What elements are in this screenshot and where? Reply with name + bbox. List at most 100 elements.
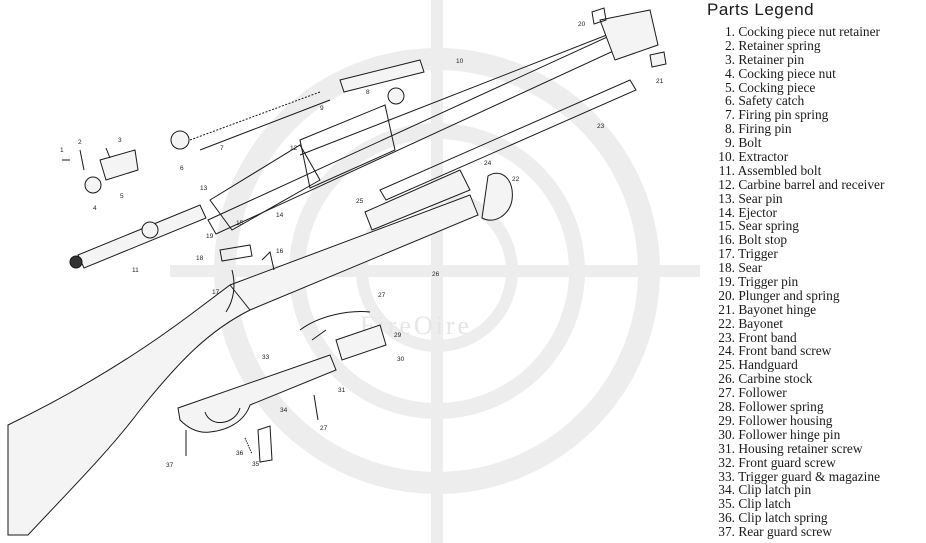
legend-item-label: Trigger pin: [738, 274, 799, 290]
legend-item: 4. Cocking piece nut: [707, 65, 884, 81]
legend-item-label: Ejector: [738, 204, 778, 220]
legend-item-label: Housing retainer screw: [738, 440, 863, 456]
legend-item: 21. Bayonet hinge: [707, 301, 884, 317]
legend-item-label: Clip latch spring: [738, 510, 828, 526]
legend-item-label: Bayonet hinge: [738, 301, 817, 317]
legend-item: 2. Retainer spring: [707, 37, 884, 53]
legend-item-number: 4.: [724, 65, 735, 81]
assembled-bolt: [69, 204, 207, 269]
legend-item-label: Retainer spring: [738, 37, 821, 53]
legend-item-label: Follower housing: [738, 412, 833, 428]
callout-27a: 27: [378, 292, 386, 299]
handguard: [364, 169, 471, 231]
legend-item-label: Assembled bolt: [737, 162, 822, 178]
callout-31: 31: [338, 387, 346, 394]
legend-item: 36. Clip latch spring: [707, 511, 884, 525]
legend-item-number: 22.: [718, 315, 735, 331]
legend-item-number: 24.: [718, 343, 735, 359]
legend-item-number: 31.: [718, 440, 735, 456]
legend-item-label: Follower: [738, 385, 787, 401]
legend-item-number: 13.: [718, 190, 735, 206]
callout-24: 24: [484, 160, 492, 167]
callout-25: 25: [356, 198, 364, 205]
trigger-guard-and-magazine: [177, 354, 337, 433]
legend-item: 7. Firing pin spring: [707, 108, 884, 122]
callout-14: 14: [276, 212, 284, 219]
legend-item-number: 35.: [718, 496, 735, 512]
legend-item-number: 6.: [724, 93, 735, 109]
bolt: [339, 59, 425, 105]
legend-item: 30. Follower hinge pin: [707, 426, 884, 442]
legend-item: 29. Follower housing: [707, 412, 884, 428]
legend-item-label: Rear guard screw: [738, 524, 833, 540]
legend-item: 35. Clip latch: [707, 497, 884, 511]
legend-item: 34. Clip latch pin: [707, 483, 884, 497]
callout-7: 7: [220, 145, 224, 152]
callout-27b: 27: [320, 425, 328, 432]
legend-item-label: Safety catch: [738, 93, 805, 109]
callout-20: 20: [578, 21, 586, 28]
legend-item: 19. Trigger pin: [707, 275, 884, 289]
legend-item: 3. Retainer pin: [707, 51, 884, 67]
callout-13: 13: [200, 185, 208, 192]
watermark-target: [170, 0, 700, 543]
exploded-parts-diagram: FireOire: [7, 0, 700, 543]
parts-legend: Parts Legend 1. Cocking piece nut retain…: [707, 0, 926, 543]
legend-item-number: 28.: [718, 399, 735, 415]
legend-item-number: 19.: [718, 274, 735, 290]
legend-item-label: Extractor: [738, 149, 789, 165]
legend-item-label: Carbine stock: [738, 371, 813, 387]
legend-item-label: Clip latch pin: [738, 482, 812, 498]
bayonet-hinge-parts: [591, 7, 667, 68]
legend-item: 24. Front band screw: [707, 344, 884, 358]
legend-item: 9. Bolt: [707, 136, 884, 150]
legend-item-label: Front band screw: [738, 343, 832, 359]
legend-item: 25. Handguard: [707, 358, 884, 372]
cocking-piece-parts: [62, 130, 190, 194]
legend-item: 13. Sear pin: [707, 190, 884, 206]
legend-item-number: 26.: [718, 371, 735, 387]
legend-item-number: 32.: [718, 454, 735, 470]
legend-item-label: Firing pin spring: [738, 107, 829, 123]
legend-item: 22. Bayonet: [707, 315, 884, 331]
callout-5: 5: [120, 193, 124, 200]
legend-item-label: Follower hinge pin: [738, 426, 841, 442]
legend-item-label: Cocking piece nut retainer: [738, 24, 881, 39]
callout-12: 12: [290, 145, 298, 152]
legend-item-label: Sear pin: [738, 190, 783, 206]
legend-item-number: 9.: [724, 135, 735, 151]
firing-pin: [199, 99, 331, 151]
legend-item: 6. Safety catch: [707, 94, 884, 108]
legend-item: 12. Carbine barrel and receiver: [707, 176, 885, 192]
legend-item-label: Follower spring: [738, 399, 824, 415]
legend-item: 1. Cocking piece nut retainer: [707, 25, 884, 39]
legend-item-number: 37.: [718, 524, 735, 540]
legend-item-label: Bolt: [738, 135, 762, 151]
legend-item-number: 11.: [718, 162, 735, 178]
callout-36: 36: [236, 450, 244, 457]
callout-23: 23: [597, 123, 605, 130]
legend-item-label: Cocking piece nut: [738, 65, 836, 81]
legend-item-number: 23.: [718, 329, 735, 345]
callout-6: 6: [180, 165, 184, 172]
legend-item: 15. Sear spring: [707, 219, 884, 233]
legend-item-label: Carbine barrel and receiver: [738, 176, 885, 192]
legend-item: 26. Carbine stock: [707, 372, 884, 386]
legend-item: 18. Sear: [707, 261, 884, 275]
legend-item-number: 21.: [718, 301, 735, 317]
callout-labels: 1 2 3 4 5 6 7 8 9 10 11 12 13 14 15 16 1…: [60, 21, 664, 469]
callout-30: 30: [397, 356, 405, 363]
callout-22: 22: [512, 176, 520, 183]
legend-item-label: Bolt stop: [738, 232, 788, 248]
legend-item-number: 10.: [718, 149, 735, 165]
callout-33: 33: [262, 354, 270, 361]
legend-item-label: Firing pin: [738, 121, 792, 137]
legend-item-label: Bayonet: [738, 315, 783, 331]
legend-item-label: Plunger and spring: [738, 287, 840, 303]
legend-item-label: Retainer pin: [738, 51, 805, 67]
callout-2: 2: [78, 139, 82, 146]
legend-item-label: Handguard: [738, 357, 798, 373]
legend-item-number: 30.: [718, 426, 735, 442]
legend-item-number: 8.: [724, 121, 735, 137]
